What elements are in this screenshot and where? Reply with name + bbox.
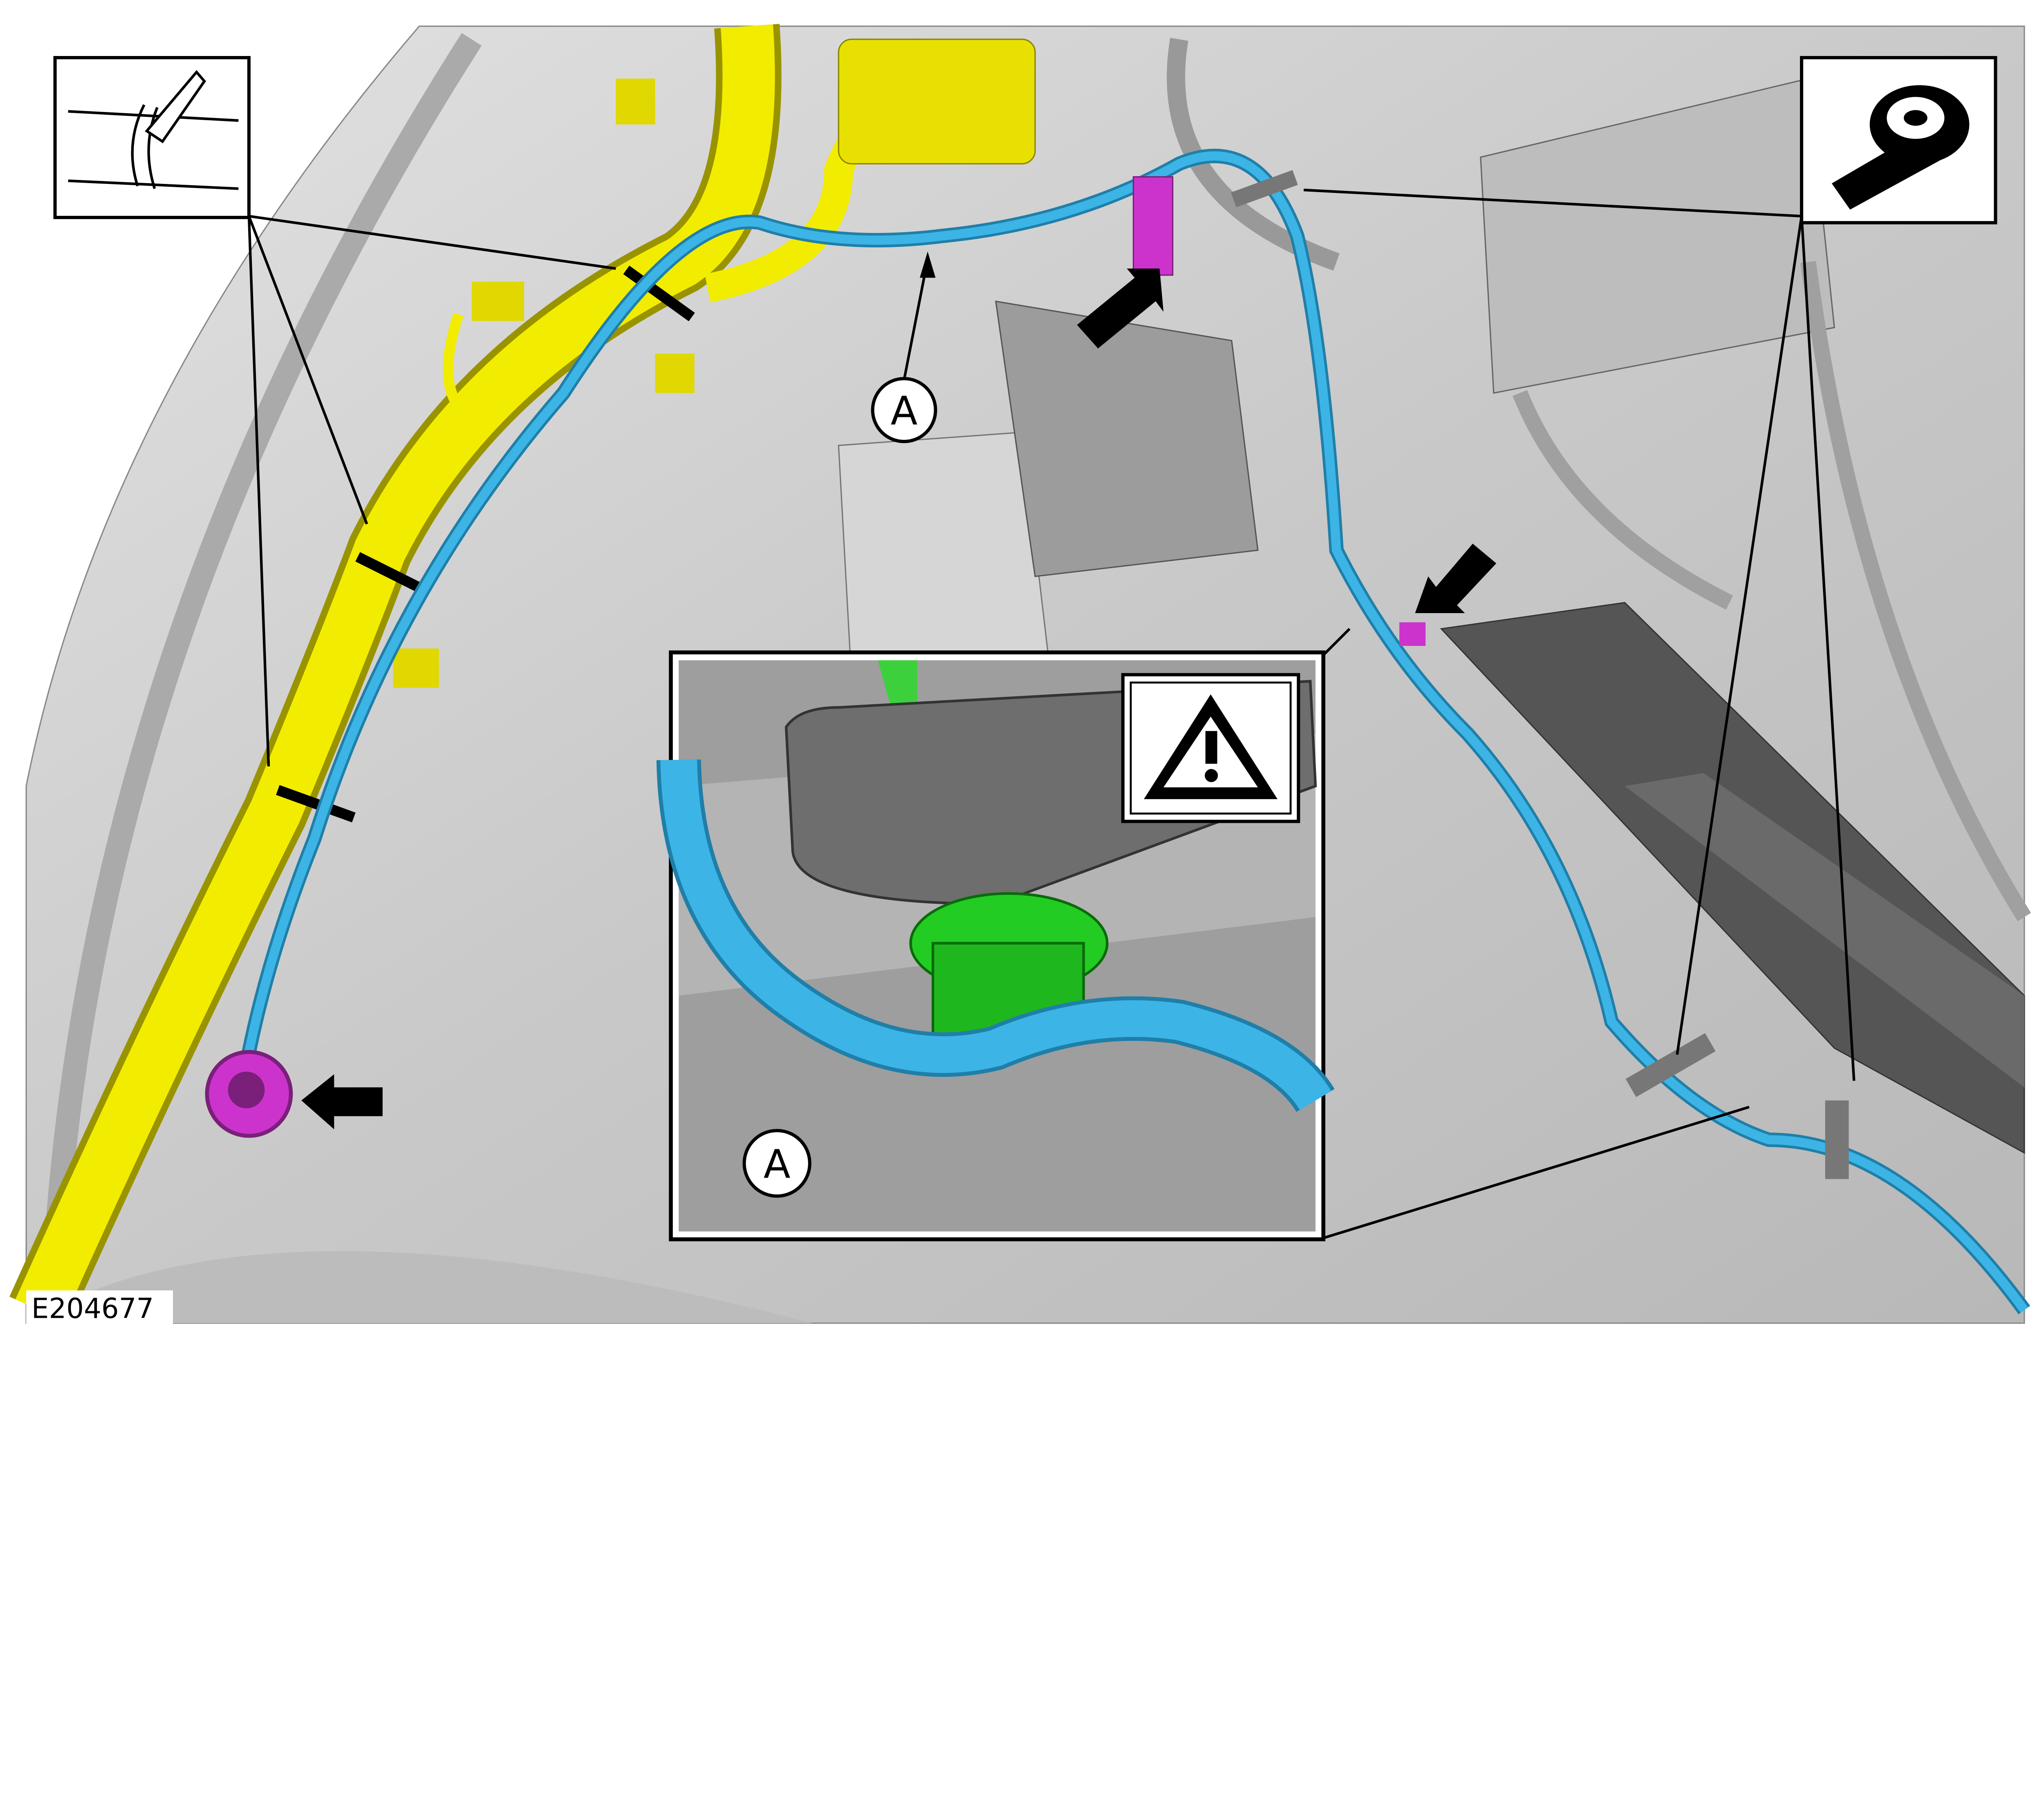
arrow-upper-clip <box>1077 269 1164 349</box>
callout-a-main: A <box>871 377 937 443</box>
arrow-grommet <box>301 1074 383 1129</box>
cable-ties <box>276 265 695 823</box>
cable-tie-icon <box>53 56 251 219</box>
magenta-clip-lower <box>1399 622 1426 646</box>
callout-a-main-label: A <box>891 388 918 434</box>
arrow-lower-clip <box>1415 544 1497 613</box>
tape-wraps <box>1231 170 1849 1179</box>
tape-icon <box>1800 56 1997 224</box>
leader-lines <box>247 188 1856 1239</box>
warning-icon <box>1121 673 1300 823</box>
blue-cable-a <box>235 148 2031 1315</box>
figure-id-label: E204677 <box>31 1292 154 1324</box>
callout-a-inset-label: A <box>764 1141 791 1187</box>
magenta-grommet <box>205 1050 293 1138</box>
detail-inset: A <box>656 650 1335 1241</box>
wiring-diagram: A A <box>9 24 2031 1325</box>
magenta-clip-upper <box>1132 176 1174 276</box>
